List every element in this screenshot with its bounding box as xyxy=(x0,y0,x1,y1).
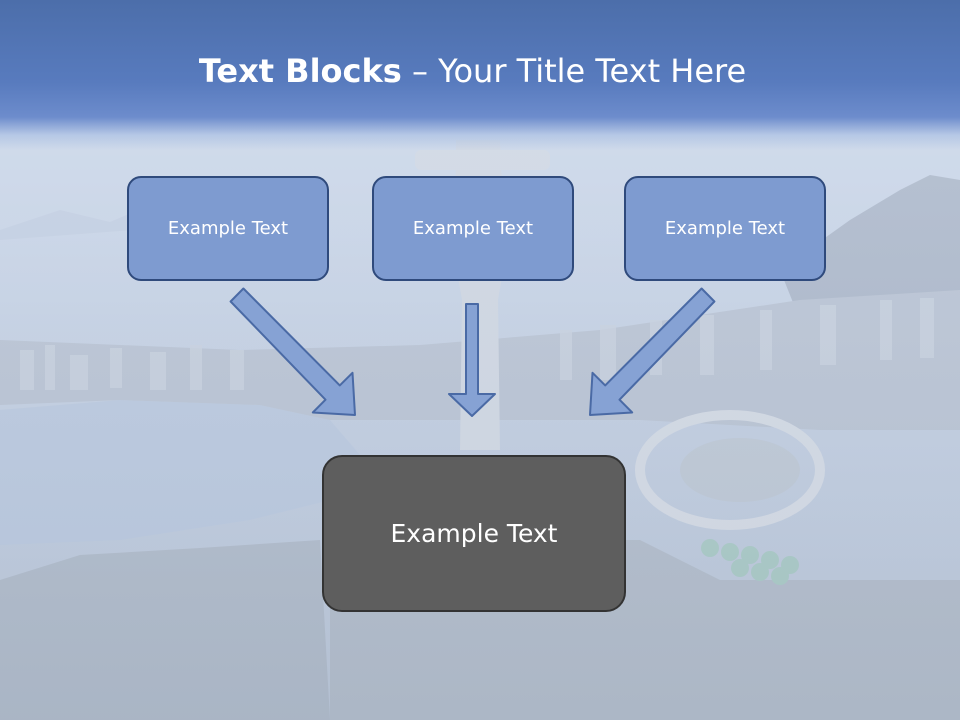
arrow-left xyxy=(229,287,356,416)
arrow-middle xyxy=(448,303,496,417)
text-block-1[interactable]: Example Text xyxy=(127,176,329,281)
text-block-3-label: Example Text xyxy=(664,218,786,239)
title-rest: Your Title Text Here xyxy=(438,52,747,90)
text-block-2[interactable]: Example Text xyxy=(372,176,574,281)
text-block-2-label: Example Text xyxy=(412,218,534,239)
arrow-right xyxy=(589,287,716,416)
center-text-block[interactable]: Example Text xyxy=(322,455,626,612)
text-block-3[interactable]: Example Text xyxy=(624,176,826,281)
title-bold: Text Blocks xyxy=(198,52,402,90)
center-text-block-label: Example Text xyxy=(390,519,558,548)
title-bar xyxy=(0,0,960,150)
slide-title: Text Blocks – Your Title Text Here xyxy=(0,52,945,90)
text-block-1-label: Example Text xyxy=(167,218,289,239)
title-dash: – xyxy=(401,52,439,90)
